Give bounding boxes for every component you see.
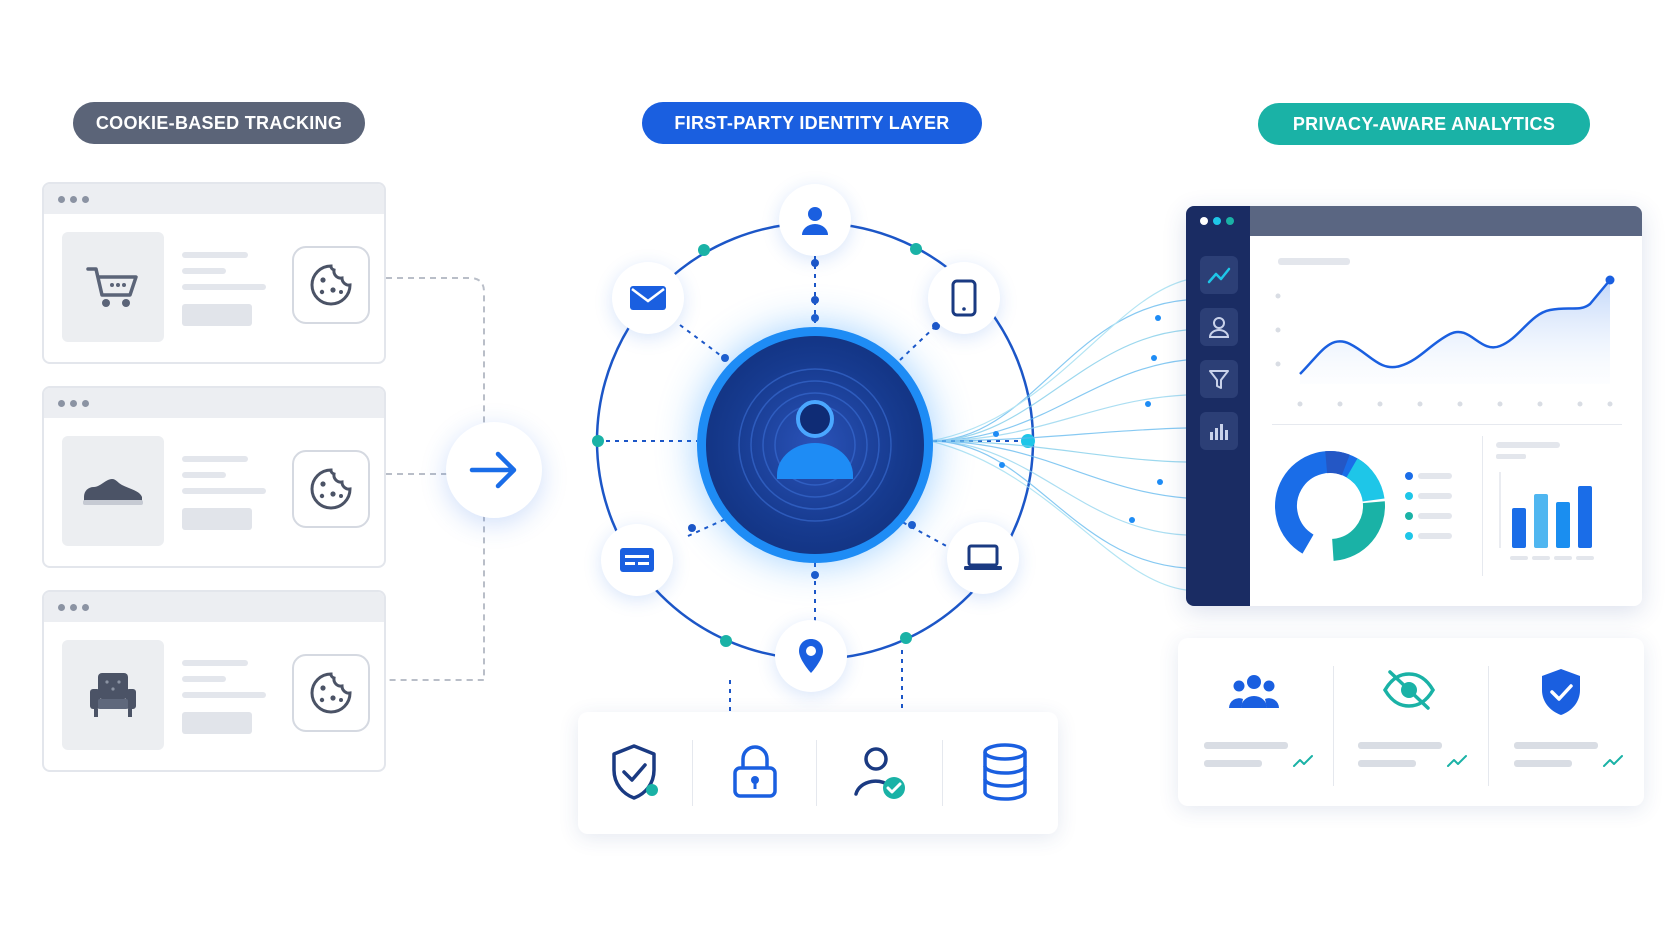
window-controls xyxy=(44,184,384,214)
window-controls xyxy=(44,388,384,418)
lock-icon xyxy=(730,742,780,807)
dashboard-header xyxy=(1250,206,1642,236)
trend-icon[interactable] xyxy=(1200,256,1238,294)
smartphone-icon xyxy=(928,262,1000,334)
user-icon xyxy=(779,184,851,256)
sneaker-icon xyxy=(62,436,164,546)
eye-off-icon xyxy=(1382,668,1436,717)
bar-chart xyxy=(1496,442,1594,560)
database-icon xyxy=(980,742,1030,807)
armchair-icon xyxy=(62,640,164,750)
window-controls xyxy=(1200,217,1234,225)
dashboard-sidebar xyxy=(1186,206,1250,606)
email-icon xyxy=(612,262,684,334)
filter-icon[interactable] xyxy=(1200,360,1238,398)
donut-chart xyxy=(1275,451,1452,561)
shopping-cart-icon xyxy=(62,232,164,342)
user-icon[interactable] xyxy=(1200,308,1238,346)
verified-user-icon xyxy=(850,742,910,807)
cookie-icon xyxy=(292,246,370,324)
window-controls xyxy=(44,592,384,622)
browser-window-furniture xyxy=(42,590,386,772)
analytics-title: PRIVACY-AWARE ANALYTICS xyxy=(1258,103,1590,145)
trend-up-icon xyxy=(1603,755,1623,767)
trend-up-icon xyxy=(1293,755,1313,767)
location-pin-icon xyxy=(775,620,847,692)
browser-window-sneaker xyxy=(42,386,386,568)
id-card-icon xyxy=(601,524,673,596)
analytics-footer-panel xyxy=(1178,638,1644,806)
shield-check-icon xyxy=(606,742,662,807)
identity-layer-title: FIRST-PARTY IDENTITY LAYER xyxy=(642,102,982,144)
shield-check-icon xyxy=(1538,666,1584,723)
audience-icon xyxy=(1228,672,1280,717)
cookie-tracking-title: COOKIE-BASED TRACKING xyxy=(73,102,365,144)
identity-core xyxy=(697,327,933,563)
line-chart xyxy=(1275,258,1615,407)
bar-chart-icon[interactable] xyxy=(1200,412,1238,450)
security-footer-panel xyxy=(578,712,1058,834)
cookie-icon xyxy=(292,654,370,732)
laptop-icon xyxy=(947,522,1019,594)
trend-up-icon xyxy=(1447,755,1467,767)
cookie-icon xyxy=(292,450,370,528)
analytics-dashboard xyxy=(1186,206,1642,606)
user-profile-icon xyxy=(738,368,892,522)
arrow-right-icon xyxy=(446,422,542,518)
browser-window-cart xyxy=(42,182,386,364)
